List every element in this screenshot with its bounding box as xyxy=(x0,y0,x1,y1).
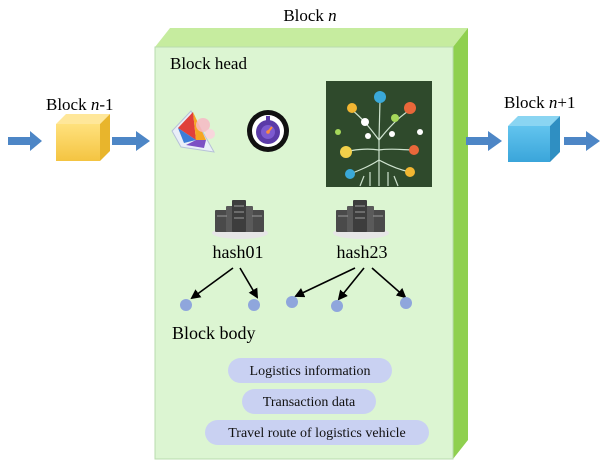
arrow-prev-to-block xyxy=(112,131,150,151)
block-body-label: Block body xyxy=(172,323,256,343)
next-block-cube xyxy=(508,116,560,162)
leaf-node xyxy=(400,297,412,309)
data-pill-text: Logistics information xyxy=(250,364,371,379)
arrow-hash01-leaf2 xyxy=(239,267,259,299)
incoming-arrow-left xyxy=(8,131,42,151)
arrow-hash01-leaf1 xyxy=(190,267,234,300)
prev-block-group: Block n-1 xyxy=(8,95,150,161)
hash-label-left: hash01 xyxy=(213,242,264,262)
arrow-hash23-leaf1 xyxy=(294,267,356,298)
data-pill-text: Transaction data xyxy=(263,395,356,410)
leaf-node xyxy=(286,296,298,308)
prism-icon xyxy=(171,110,215,153)
tree-network-icon xyxy=(326,81,432,187)
server-icon-right xyxy=(333,200,389,239)
block-top-face xyxy=(155,28,468,47)
data-pill-text: Travel route of logistics vehicle xyxy=(228,426,406,441)
clock-icon xyxy=(247,110,289,152)
arrow-block-to-next xyxy=(466,131,502,151)
outgoing-arrow-right xyxy=(564,131,600,151)
prev-block-label: Block n-1 xyxy=(46,95,114,114)
arrow-hash23-leaf3 xyxy=(371,267,407,299)
block-side-face xyxy=(453,28,468,459)
leaf-node xyxy=(248,299,260,311)
data-pill: Logistics information xyxy=(228,358,392,383)
hash-label-right: hash23 xyxy=(337,242,388,262)
arrow-hash23-leaf2 xyxy=(337,267,365,301)
server-icon-left xyxy=(212,200,268,239)
data-pill: Transaction data xyxy=(242,389,376,414)
block-head-label: Block head xyxy=(170,54,247,73)
prev-block-cube xyxy=(56,114,110,161)
next-block-group: Block n+1 xyxy=(466,93,600,162)
leaf-node xyxy=(331,300,343,312)
data-pill: Travel route of logistics vehicle xyxy=(205,420,429,445)
merkle-arrows xyxy=(190,267,407,301)
leaf-nodes xyxy=(180,296,412,312)
next-block-label: Block n+1 xyxy=(504,93,575,112)
block-n-title: Block n xyxy=(283,6,336,25)
leaf-node xyxy=(180,299,192,311)
